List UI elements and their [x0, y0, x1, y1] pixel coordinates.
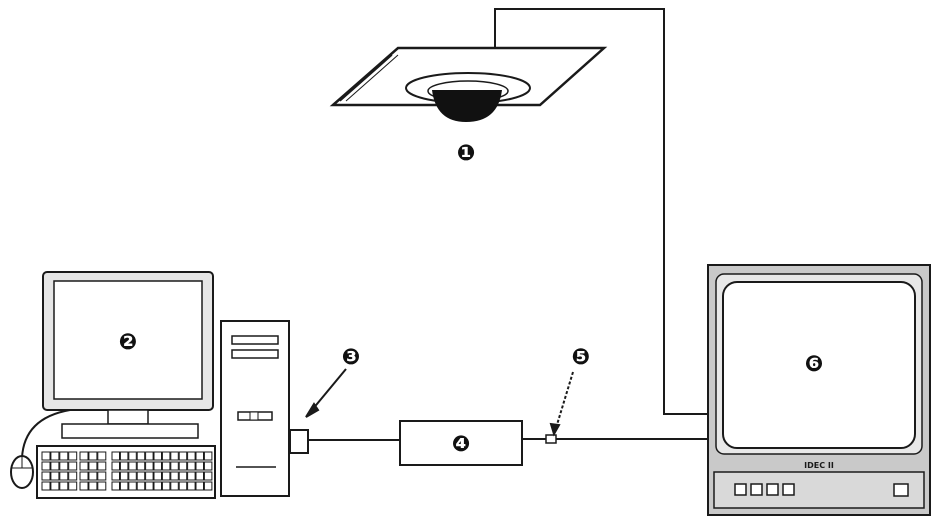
- keyboard-key: [179, 452, 187, 460]
- keyboard-key: [137, 482, 145, 490]
- keyboard-key: [42, 462, 50, 470]
- keyboard-key: [120, 482, 128, 490]
- keyboard-key: [188, 482, 196, 490]
- keyboard-key: [60, 482, 68, 490]
- keyboard-key: [137, 472, 145, 480]
- keyboard-key: [196, 482, 204, 490]
- pc-monitor: [43, 272, 213, 438]
- keyboard-key: [204, 472, 212, 480]
- keyboard-key: [51, 462, 59, 470]
- marker-6: ❻: [805, 352, 824, 377]
- keyboard-key: [60, 462, 68, 470]
- keyboard-key: [42, 482, 50, 490]
- keyboard-key: [112, 462, 120, 470]
- keyboard-key: [204, 482, 212, 490]
- keyboard-key: [112, 482, 120, 490]
- keyboard-key: [154, 452, 162, 460]
- keyboard-key: [98, 482, 106, 490]
- keyboard-key: [188, 452, 196, 460]
- keyboard-key: [120, 452, 128, 460]
- keyboard-key: [80, 472, 88, 480]
- keyboard-key: [129, 452, 137, 460]
- keyboard-key: [51, 472, 59, 480]
- keyboard-key: [146, 452, 154, 460]
- keyboard-key: [51, 482, 59, 490]
- keyboard-key: [69, 462, 77, 470]
- keyboard-key: [196, 472, 204, 480]
- keyboard-key: [98, 452, 106, 460]
- camera-dome: [432, 90, 502, 122]
- marker-1: ❶: [457, 141, 476, 166]
- keyboard-key: [112, 472, 120, 480]
- keyboard-key: [154, 462, 162, 470]
- keyboard-key: [89, 472, 97, 480]
- marker-3: ❸: [342, 345, 361, 370]
- keyboard-key: [129, 472, 137, 480]
- keyboard-key: [196, 452, 204, 460]
- keyboard-key: [171, 472, 179, 480]
- keyboard-key: [69, 472, 77, 480]
- keyboard-key: [69, 452, 77, 460]
- keyboard-key: [120, 472, 128, 480]
- keyboard-key: [89, 482, 97, 490]
- keyboard-key: [162, 452, 170, 460]
- keyboard-key: [171, 452, 179, 460]
- keyboard: [37, 446, 215, 498]
- pc-tower: [221, 321, 308, 496]
- keyboard-key: [42, 472, 50, 480]
- marker-2: ❷: [119, 330, 138, 355]
- keyboard-key: [137, 452, 145, 460]
- ceiling-dome-camera: [333, 48, 604, 122]
- cctv-monitor: IDEC II: [708, 265, 930, 515]
- keyboard-key: [162, 462, 170, 470]
- keyboard-key: [129, 482, 137, 490]
- keyboard-key: [171, 482, 179, 490]
- keyboard-key: [204, 462, 212, 470]
- keyboard-key: [98, 462, 106, 470]
- keyboard-key: [179, 462, 187, 470]
- keyboard-key: [162, 472, 170, 480]
- keyboard-key: [129, 462, 137, 470]
- keyboard-key: [89, 452, 97, 460]
- monitor-brand-label: IDEC II: [804, 461, 834, 470]
- marker-5: ❺: [572, 345, 591, 370]
- inline-connector: [546, 435, 556, 443]
- keyboard-key: [146, 472, 154, 480]
- keyboard-key: [98, 472, 106, 480]
- keyboard-key: [60, 472, 68, 480]
- keyboard-key: [120, 462, 128, 470]
- keyboard-key: [137, 462, 145, 470]
- keyboard-key: [60, 452, 68, 460]
- keyboard-key: [171, 462, 179, 470]
- keyboard-key: [146, 462, 154, 470]
- keyboard-key: [146, 482, 154, 490]
- keyboard-key: [112, 452, 120, 460]
- keyboard-key: [154, 482, 162, 490]
- keyboard-key: [196, 462, 204, 470]
- keyboard-key: [69, 482, 77, 490]
- keyboard-key: [179, 472, 187, 480]
- capture-card-port: [290, 430, 308, 453]
- keyboard-key: [42, 452, 50, 460]
- keyboard-key: [179, 482, 187, 490]
- keyboard-key: [89, 462, 97, 470]
- keyboard-key: [80, 482, 88, 490]
- keyboard-key: [162, 482, 170, 490]
- keyboard-key: [80, 462, 88, 470]
- keyboard-key: [188, 472, 196, 480]
- keyboard-key: [51, 452, 59, 460]
- marker-4: ❹: [452, 432, 471, 457]
- keyboard-key: [188, 462, 196, 470]
- keyboard-key: [154, 472, 162, 480]
- keyboard-key: [204, 452, 212, 460]
- keyboard-key: [80, 452, 88, 460]
